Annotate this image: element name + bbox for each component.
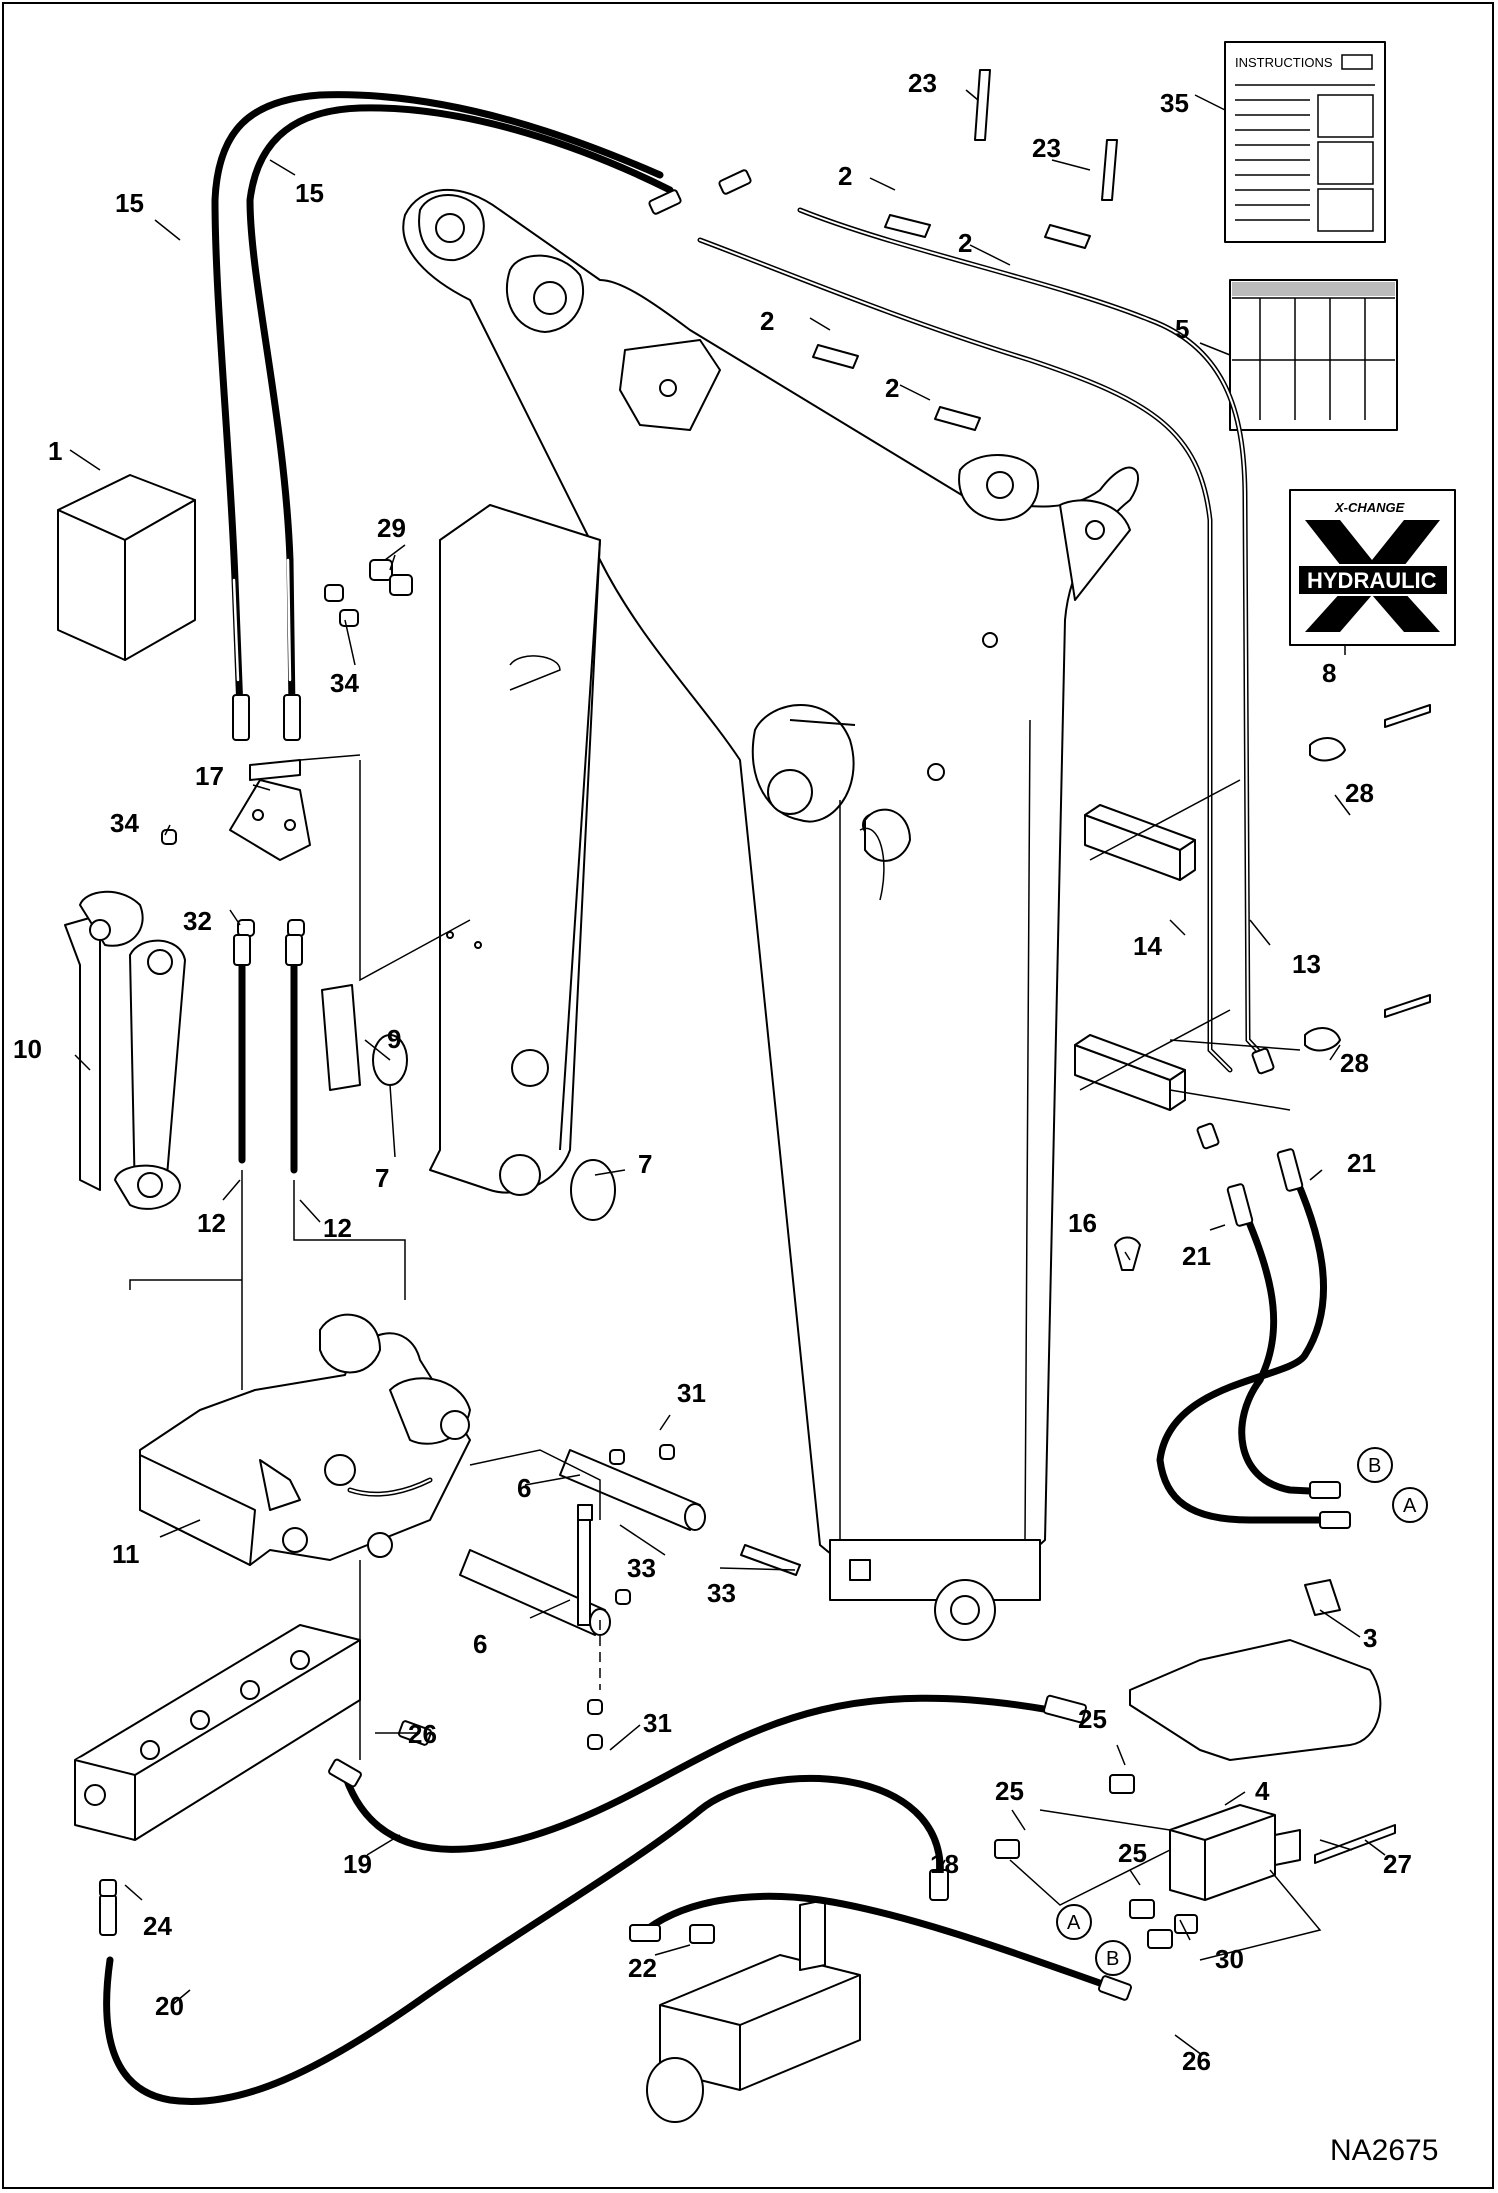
callout-number: 25 [995, 1776, 1024, 1806]
callout-number: 30 [1215, 1944, 1244, 1974]
system-decal-header [1232, 282, 1395, 296]
callout-number: 20 [155, 1991, 184, 2021]
callout-number: 27 [1383, 1849, 1412, 1879]
instructions-decal-title: INSTRUCTIONS [1235, 55, 1333, 70]
callout-number: 28 [1345, 778, 1374, 808]
callout-number: 12 [323, 1213, 352, 1243]
callout-number: 23 [1032, 133, 1061, 163]
callout-number: 26 [1182, 2046, 1211, 2076]
callout-number: 8 [1322, 658, 1336, 688]
callout-number: 2 [958, 228, 972, 258]
pins [459, 1449, 801, 1636]
xchange-decal-brand: X-CHANGE [1334, 500, 1405, 515]
hoses-21 [1156, 1148, 1351, 1529]
callout-number: 34 [110, 808, 139, 838]
callout-number: 21 [1347, 1148, 1376, 1178]
callout-number: 15 [295, 178, 324, 208]
callout-number: 6 [517, 1473, 531, 1503]
callout-number: 12 [197, 1208, 226, 1238]
callout-number: 23 [908, 68, 937, 98]
hoses-12 [233, 934, 303, 1174]
callout-number: 7 [375, 1163, 389, 1193]
callout-number: 33 [627, 1553, 656, 1583]
callout-number: 10 [13, 1034, 42, 1064]
callout-number: 28 [1340, 1048, 1369, 1078]
callout-number: 14 [1133, 931, 1162, 961]
port-marker-b-upper [1357, 1447, 1393, 1483]
callout-number: 25 [1078, 1704, 1107, 1734]
boom [402, 189, 1140, 1641]
callout-number: 2 [838, 161, 852, 191]
port-markers: B A A B [1056, 1447, 1428, 1976]
callout-number: 32 [183, 906, 212, 936]
callout-number: 2 [885, 373, 899, 403]
port-marker-a-lower [1056, 1904, 1092, 1940]
clamp-blocks [1074, 704, 1431, 1271]
control-valve [74, 1624, 361, 1841]
port-marker-b-lower [1095, 1940, 1131, 1976]
hoses-18-19-20 [99, 1694, 1132, 2105]
callout-numbers: 1 2 2 2 2 3 4 5 6 6 7 7 8 9 10 11 12 12 … [13, 68, 1412, 2076]
callout-number: 13 [1292, 949, 1321, 979]
callout-number: 35 [1160, 88, 1189, 118]
callout-number: 18 [930, 1849, 959, 1879]
port-letter: A [1403, 1495, 1417, 1517]
callout-number: 29 [377, 513, 406, 543]
callout-number: 6 [473, 1629, 487, 1659]
callout-number: 11 [112, 1539, 140, 1569]
callout-number: 7 [638, 1149, 652, 1179]
callout-number: 21 [1182, 1241, 1211, 1271]
instructions-decal: INSTRUCTIONS [1224, 41, 1386, 243]
manifold-block [646, 1899, 861, 2123]
callout-number: 19 [343, 1849, 372, 1879]
callout-number: 24 [143, 1911, 172, 1941]
callout-number: 33 [707, 1578, 736, 1608]
reference-lines [129, 754, 1322, 1961]
callout-number: 15 [115, 188, 144, 218]
link-assembly [64, 890, 186, 1210]
port-letter: B [1368, 1455, 1381, 1477]
figure-id: NA2675 [1330, 2134, 1438, 2167]
callout-number: 16 [1068, 1208, 1097, 1238]
port-letter: A [1067, 1912, 1081, 1934]
callout-leaders [69, 89, 1386, 2056]
callout-number: 2 [760, 306, 774, 336]
bolts-23 [812, 69, 1118, 431]
xchange-decal: X-CHANGE HYDRAULIC [1289, 489, 1456, 646]
switch-panel [1129, 1579, 1382, 1761]
callout-number: 3 [1363, 1623, 1377, 1653]
callout-number: 25 [1118, 1838, 1147, 1868]
callout-number: 5 [1175, 314, 1189, 344]
callout-number: 17 [195, 761, 224, 791]
bracket-17 [229, 779, 311, 861]
xchange-decal-word: HYDRAULIC [1307, 568, 1437, 593]
arm [429, 504, 601, 1196]
callout-number: 34 [330, 668, 359, 698]
callout-number: 22 [628, 1953, 657, 1983]
callout-number: 31 [643, 1708, 672, 1738]
fittings [99, 559, 1198, 1949]
callout-number: 26 [408, 1719, 437, 1749]
tubes-13-14 [697, 207, 1275, 1150]
hoses-15 [211, 91, 752, 741]
diverter-valve [1169, 1804, 1396, 1901]
system-decal [1229, 279, 1398, 431]
callout-number: 31 [677, 1378, 706, 1408]
port-marker-a-upper [1392, 1487, 1428, 1523]
callout-number: 1 [48, 436, 62, 466]
callout-number: 4 [1255, 1776, 1270, 1806]
port-letter: B [1106, 1948, 1119, 1970]
attachment-bracket [139, 1313, 471, 1566]
callout-number: 9 [387, 1024, 401, 1054]
kit-box [57, 474, 196, 661]
